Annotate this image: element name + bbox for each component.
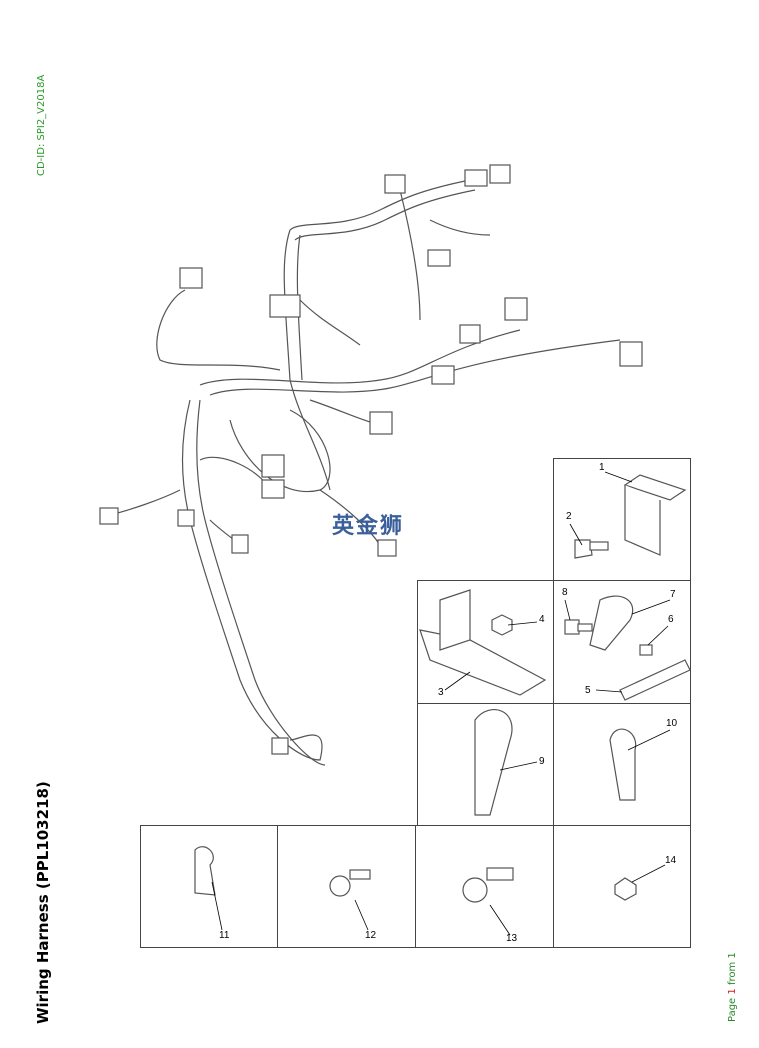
callout-14: 14 (665, 855, 677, 866)
part-box-11 (140, 825, 278, 948)
callout-7: 7 (670, 589, 676, 600)
watermark: 英金狮 (332, 514, 405, 539)
part-box-9 (417, 703, 554, 826)
part-box-13 (415, 825, 554, 948)
part-box-1-2 (553, 458, 691, 581)
callout-1: 1 (599, 462, 605, 473)
part-box-3-4 (417, 580, 554, 704)
part-illustrations (194, 474, 691, 903)
callout-2: 2 (566, 511, 572, 522)
callout-12: 12 (365, 930, 377, 941)
callout-5: 5 (585, 685, 591, 696)
callout-4: 4 (539, 614, 545, 625)
callout-11: 11 (219, 930, 230, 941)
harness-lines (109, 179, 621, 766)
callout-9: 9 (539, 756, 545, 767)
connectors (99, 164, 643, 755)
leader-lines (211, 471, 671, 936)
callout-13: 13 (506, 933, 518, 944)
callout-8: 8 (562, 587, 568, 598)
callout-6: 6 (668, 614, 674, 625)
callout-3: 3 (438, 687, 444, 698)
part-box-14 (553, 825, 691, 948)
callout-10: 10 (666, 718, 678, 729)
part-box-12 (277, 825, 416, 948)
